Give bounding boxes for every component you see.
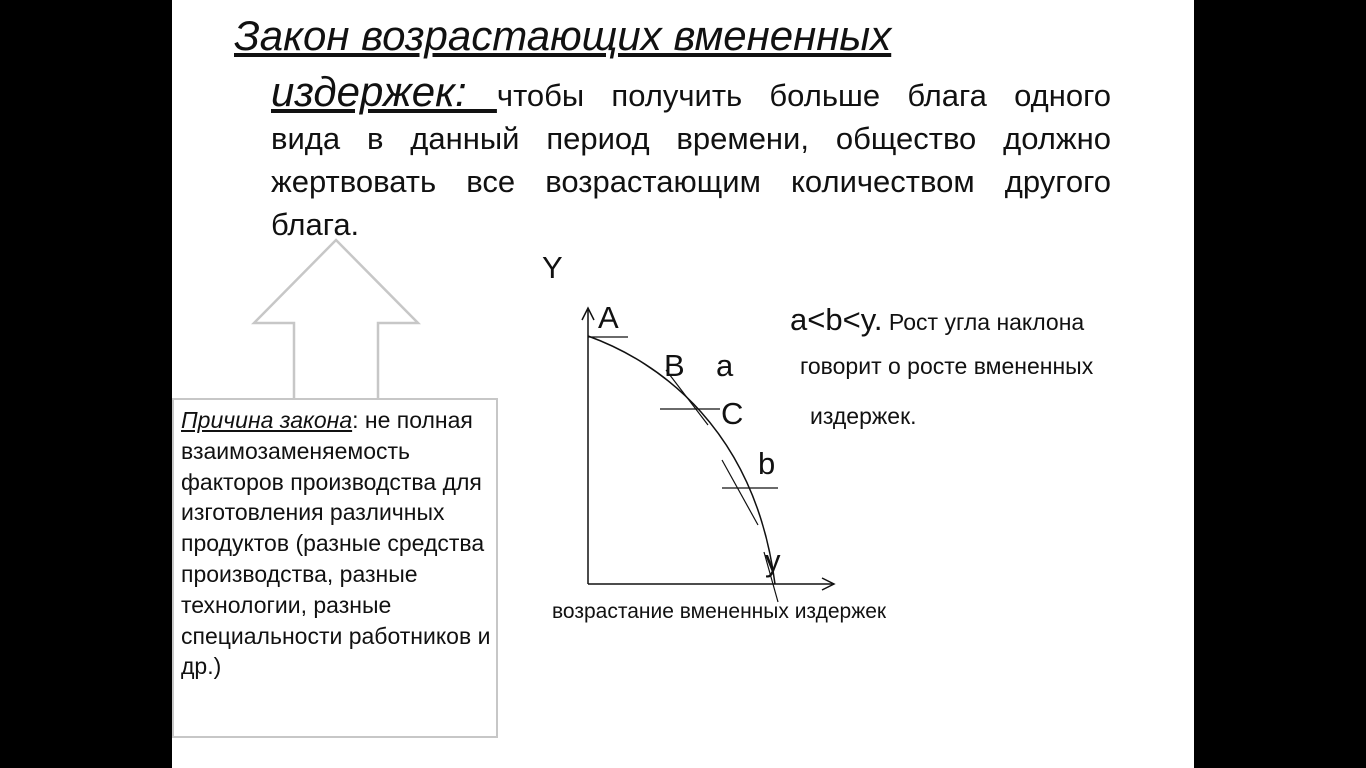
- definition-lead-word: издержек:: [271, 68, 497, 115]
- definition-text-1: чтобы получить больше блага одного: [496, 78, 1111, 113]
- production-possibility-curve: [587, 335, 776, 585]
- definition-line-3: жертвовать все возрастающим количеством …: [271, 164, 1111, 199]
- note-line-2: говорит о росте вмененных: [800, 353, 1094, 379]
- y-axis-label: Y: [542, 250, 563, 285]
- tangent-b: [665, 369, 709, 426]
- law-definition: издержек: чтобы получить больше блага од…: [271, 70, 1111, 246]
- note-formula: a<b<y.: [790, 302, 883, 337]
- tangent-c: [721, 459, 759, 526]
- up-arrow-icon: [251, 238, 421, 403]
- point-b-label: B: [664, 348, 685, 383]
- angle-b-label: b: [758, 446, 776, 481]
- ppf-graph: [581, 306, 836, 603]
- note-line-1: a<b<y. Рост угла наклона: [790, 304, 1084, 335]
- y-axis-arrow-icon: [581, 306, 595, 321]
- definition-line-4: блага.: [271, 207, 360, 242]
- point-a-label: A: [598, 300, 619, 335]
- note-line-3: издержек.: [810, 403, 917, 429]
- note-text-1: Рост угла наклона: [882, 309, 1085, 335]
- tangent-y: [763, 551, 779, 603]
- point-c-label: C: [721, 396, 744, 431]
- cause-description: : не полная взаимозаменяемость факторов …: [181, 407, 491, 680]
- angle-a-label: a: [716, 348, 734, 383]
- graph-caption: возрастание вмененных издержек: [552, 600, 887, 623]
- cause-text: Причина закона: не полная взаимозаменяем…: [181, 405, 505, 682]
- x-axis-arrow-icon: [821, 577, 836, 591]
- angle-y-label: y: [765, 543, 781, 578]
- cause-label: Причина закона: [181, 407, 353, 433]
- definition-line-2: вида в данный период времени, общество д…: [271, 121, 1111, 156]
- definition-line-1: издержек: чтобы получить больше блага од…: [271, 70, 1111, 117]
- slide-title: Закон возрастающих вмененных: [234, 12, 892, 59]
- cause-box: [172, 398, 498, 738]
